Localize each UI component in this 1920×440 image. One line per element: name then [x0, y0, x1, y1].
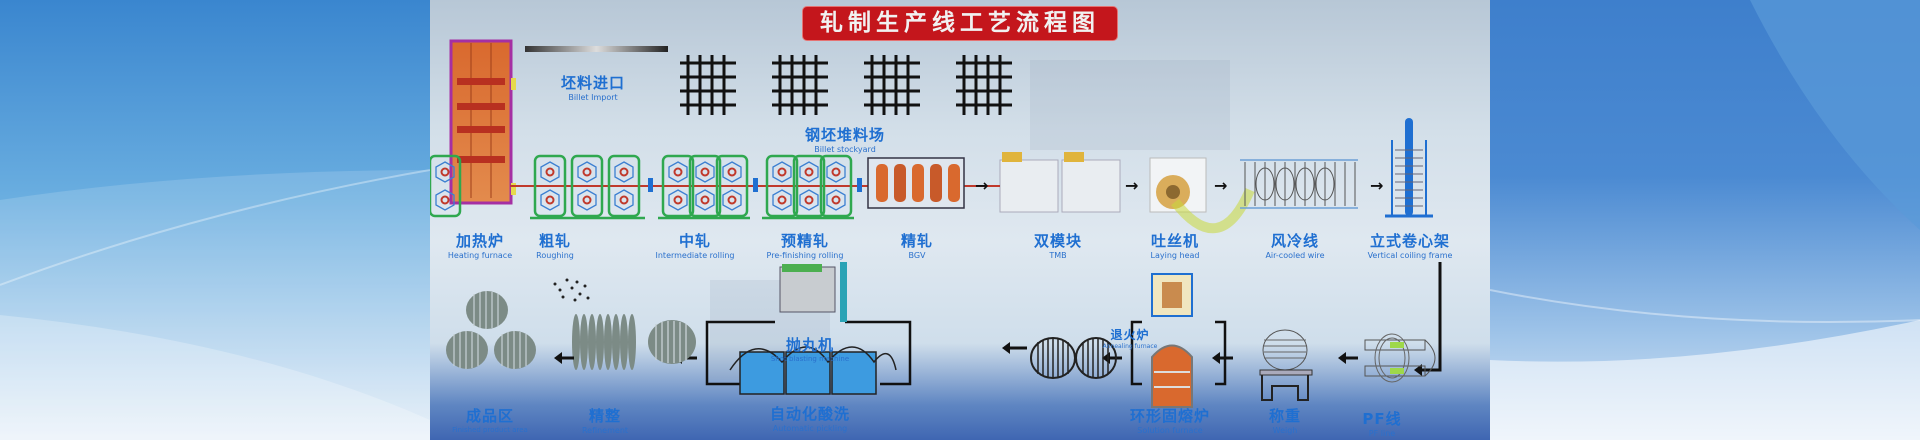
solution-furnace-icon [1151, 344, 1193, 408]
label-roughing: 粗轧 Roughing [515, 230, 595, 260]
background-swoosh-right [1490, 0, 1920, 440]
flow-arrow-right: → [1214, 176, 1228, 195]
background-building [1030, 60, 1230, 150]
label-intermediate-rolling-en: Intermediate rolling [655, 251, 735, 260]
pickling-tank-icon [729, 346, 897, 395]
label-intermediate-rolling: 中轧 Intermediate rolling [645, 230, 745, 260]
pf-line-icon [1364, 333, 1436, 383]
weigh-scale-icon [1259, 329, 1313, 401]
vertical-coiling-frame-icon [1385, 118, 1433, 218]
label-tmb-cn: 双模块 [1033, 232, 1082, 250]
label-weigh-cn: 称重 [1268, 407, 1301, 425]
label-laying-head: 吐丝机 Laying head [1135, 230, 1215, 260]
mill-stand-icon [430, 154, 462, 218]
label-intermediate-rolling-cn: 中轧 [678, 232, 711, 250]
label-annealing-en: Annealing furnace [1102, 343, 1158, 350]
label-pickling-cn: 自动化酸洗 [769, 405, 850, 423]
label-pickling-en: Automatic pickling [772, 424, 848, 433]
label-roughing-cn: 粗轧 [538, 232, 571, 250]
label-shot-blasting: 抛丸机 Shot blasting machine [745, 334, 875, 363]
label-weigh: 称重 Weigh [1245, 405, 1325, 435]
label-billet-import-en: Billet Import [568, 93, 618, 102]
label-pf-line-en: PF line [1368, 429, 1396, 438]
label-billet-stockyard-en: Billet stockyard [814, 145, 876, 154]
label-vertical-coiling-en: Vertical coiling frame [1367, 251, 1453, 260]
finished-coil-stack-icon [446, 291, 536, 369]
shot-blasting-machine-icon [779, 262, 847, 322]
label-solution-furnace-en: Solution furnace [1137, 426, 1203, 435]
label-laying-head-en: Laying head [1150, 251, 1200, 260]
label-refinement-cn: 精整 [588, 407, 621, 425]
page-title: 轧制生产线工艺流程图 [802, 6, 1118, 41]
air-cooled-line-icon [1240, 159, 1358, 209]
label-refinement: 精整 Refinement [565, 405, 645, 435]
background-swoosh-left [0, 169, 430, 440]
billet-stockyard-icon [680, 53, 1014, 117]
label-laying-head-cn: 吐丝机 [1150, 232, 1199, 250]
label-air-cooled-wire: 风冷线 Air-cooled wire [1250, 230, 1340, 260]
label-heating-furnace: 加热炉 Heating furnace [430, 230, 530, 260]
flow-arrow-right: → [1370, 176, 1384, 195]
shear-icon [857, 178, 862, 192]
annealing-furnace-icon [1151, 273, 1193, 317]
label-pre-finishing-cn: 预精轧 [780, 232, 829, 250]
rolling-mill-line [430, 118, 1433, 234]
background-left [0, 0, 430, 440]
label-finishing-bgv: 精轧 BGV [877, 230, 957, 260]
label-billet-stockyard-cn: 钢坯堆料场 [804, 126, 885, 144]
label-solution-furnace-cn: 环形固熔炉 [1129, 407, 1210, 425]
label-air-cooled-wire-en: Air-cooled wire [1265, 251, 1325, 260]
label-weigh-en: Weigh [1272, 426, 1298, 435]
tmb-module-icon [999, 152, 1121, 213]
label-pf-line: PF线 PF line [1342, 408, 1422, 438]
laying-head-icon [1149, 157, 1255, 234]
shear-icon [753, 178, 758, 192]
label-vertical-coiling-cn: 立式卷心架 [1369, 232, 1450, 250]
label-solution-furnace: 环形固熔炉 Solution furnace [1100, 405, 1240, 435]
label-finished-area-en: Finished product area [452, 426, 528, 434]
process-flow-poster: 轧制生产线工艺流程图 坯料进口 Billet Import 加热炉 Heatin… [430, 0, 1490, 440]
finishing-process-row [446, 262, 1442, 408]
wire-coil-icon [1030, 337, 1117, 379]
label-finishing-en: BGV [908, 251, 926, 260]
flow-connector [1420, 262, 1442, 372]
label-pre-finishing-en: Pre-finishing rolling [766, 251, 844, 260]
label-tmb: 双模块 TMB [1018, 230, 1098, 260]
flow-arrow-right: → [1125, 176, 1139, 195]
refinement-coil-icon [648, 320, 696, 364]
label-annealing-cn: 退火炉 [1110, 328, 1150, 342]
label-billet-stockyard: 钢坯堆料场 Billet stockyard [770, 124, 920, 154]
label-billet-import-cn: 坯料进口 [560, 74, 625, 92]
label-air-cooled-wire-cn: 风冷线 [1270, 232, 1319, 250]
flow-arrow-right: → [975, 176, 989, 195]
label-tmb-en: TMB [1049, 251, 1067, 260]
label-heating-furnace-cn: 加热炉 [455, 232, 504, 250]
finishing-block-icon [867, 157, 965, 209]
label-annealing-furnace: 退火炉 Annealing furnace [1060, 326, 1200, 350]
label-refinement-en: Refinement [581, 426, 629, 435]
billet-import-conveyor [525, 46, 668, 52]
shear-icon [648, 178, 653, 192]
label-shot-blasting-cn: 抛丸机 [785, 336, 834, 354]
shot-particles-icon [553, 278, 590, 302]
label-finished-product-area: 成品区 Finished product area [435, 405, 545, 434]
label-shot-blasting-en: Shot blasting machine [770, 355, 850, 363]
label-vertical-coiling: 立式卷心架 Vertical coiling frame [1355, 230, 1465, 260]
background-right [1490, 0, 1920, 440]
label-finishing-cn: 精轧 [900, 232, 933, 250]
label-pickling: 自动化酸洗 Automatic pickling [745, 403, 875, 433]
label-finished-area-cn: 成品区 [465, 407, 514, 425]
label-billet-import: 坯料进口 Billet Import [538, 72, 648, 102]
refinement-coil-icon [572, 314, 636, 370]
label-roughing-en: Roughing [536, 251, 574, 260]
label-heating-furnace-en: Heating furnace [447, 251, 513, 260]
label-pre-finishing: 预精轧 Pre-finishing rolling [750, 230, 860, 260]
label-pf-line-cn: PF线 [1362, 410, 1402, 428]
